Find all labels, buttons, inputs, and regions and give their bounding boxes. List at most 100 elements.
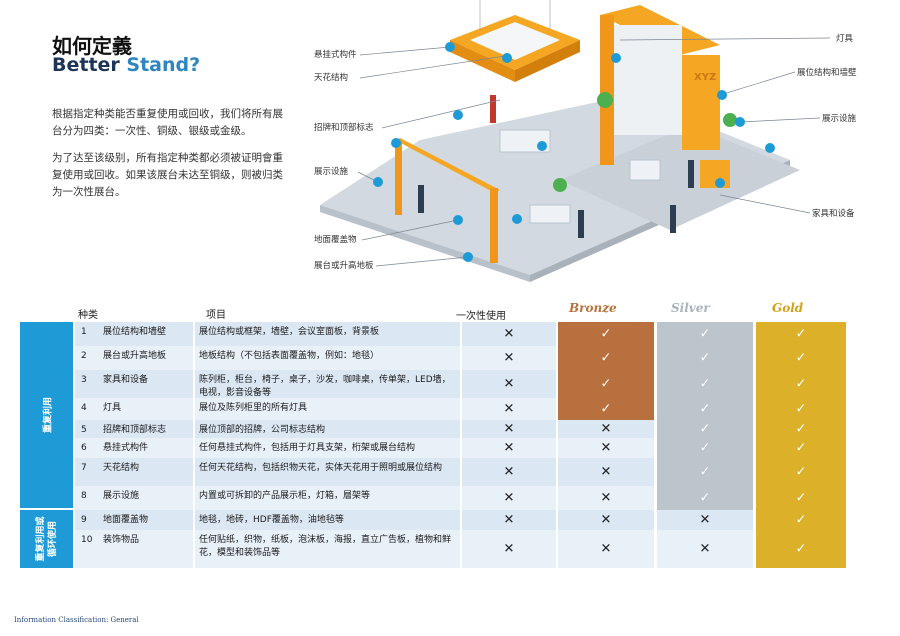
row-category: 招牌和顶部标志 [99,420,193,438]
cell-gold: ✓ [756,398,846,420]
cell-gold: ✓ [756,458,846,486]
cell-bronze: ✓ [558,398,654,420]
row-number: 6 [75,438,99,458]
header-item: 项目 [206,310,226,321]
check-icon: ✓ [795,350,807,366]
check-icon: ✓ [699,490,711,506]
cell-once: ✕ [462,322,556,346]
cell-gold: ✓ [756,530,846,568]
check-icon: ✓ [699,464,711,480]
cell-bronze: ✕ [558,458,654,486]
row-item: 任何悬挂式构件，包括用于灯具支架，桁架或展台结构 [195,438,460,458]
check-icon: ✓ [600,326,612,342]
callout-platform: 展台或升高地板 [314,260,374,271]
callout-furniture: 家具和设备 [812,208,855,219]
cell-silver: ✕ [657,530,753,568]
title-en-part1: Better [52,54,127,76]
cell-silver: ✓ [657,322,753,346]
row-item: 展位结构或框架，墙壁，会议室面板，背景板 [195,322,460,346]
group-reuse-or-recycle: 重复利用或循环使用 [20,510,73,568]
check-icon: ✓ [699,440,711,456]
row-item: 内置或可拆卸的产品展示柜，灯箱，層架等 [195,486,460,510]
check-icon: ✓ [795,376,807,392]
cell-once: ✕ [462,510,556,530]
check-icon: ✓ [795,464,807,480]
cross-icon: ✕ [503,421,515,437]
check-icon: ✓ [795,421,807,437]
row-item: 任何天花结构，包括织物天花，实体天花用于照明或展位结构 [195,458,460,486]
row-number: 8 [75,486,99,510]
row-number: 9 [75,510,99,530]
cell-silver: ✕ [657,510,753,530]
cross-icon: ✕ [503,440,515,456]
row-item: 展位及陈列柜里的所有灯具 [195,398,460,420]
cross-icon: ✕ [600,541,612,557]
check-icon: ✓ [795,326,807,342]
row-number: 7 [75,458,99,486]
header-silver: Silver [671,301,710,315]
check-icon: ✓ [699,326,711,342]
cross-icon: ✕ [699,541,711,557]
cross-icon: ✕ [503,401,515,417]
booth-illustration: XYZ 悬挂式构件 天花结构 招牌和顶部标志 展示设施 地面覆盖物 展台或升高地… [314,0,857,282]
cell-once: ✕ [462,438,556,458]
cross-icon: ✕ [503,490,515,506]
row-category: 家具和设备 [99,370,193,398]
cell-bronze: ✕ [558,510,654,530]
intro-paragraph-1: 根据指定种类能否重复使用或回收，我们将所有展台分为四类：一次性、铜级、银级或金级… [52,108,283,137]
check-icon: ✓ [699,421,711,437]
row-item: 陈列柜，柜台，椅子，桌子，沙发，咖啡桌，传单架，LED墙，电视，影音设备等 [195,370,460,398]
row-number: 4 [75,398,99,420]
header-gold: Gold [772,301,804,315]
cross-icon: ✕ [503,512,515,528]
cell-silver: ✓ [657,420,753,438]
cell-once: ✕ [462,530,556,568]
callout-ceiling: 天花结构 [314,72,348,83]
row-item: 地板结构（不包括表面覆盖物，例如：地毯） [195,346,460,370]
cell-silver: ✓ [657,486,753,510]
cell-bronze: ✕ [558,438,654,458]
group-reuse: 重复利用 [20,322,73,508]
cell-once: ✕ [462,346,556,370]
cell-once: ✕ [462,398,556,420]
cross-icon: ✕ [600,440,612,456]
cross-icon: ✕ [600,421,612,437]
check-icon: ✓ [795,490,807,506]
callout-display-left: 展示设施 [314,166,349,177]
row-number: 3 [75,370,99,398]
row-number: 1 [75,322,99,346]
booth-floor-right [560,125,800,230]
cross-icon: ✕ [600,464,612,480]
cell-silver: ✓ [657,458,753,486]
cell-silver: ✓ [657,438,753,458]
cross-icon: ✕ [699,512,711,528]
intro-paragraph-2: 为了达至该级别，所有指定种类都必须被证明會重复使用或回收。如果该展台未达至铜级，… [52,152,283,198]
table-header: 种类 项目 一次性使用 Bronze Silver Gold [20,298,846,322]
page-title-zh: 如何定義 [52,34,132,58]
row-number: 10 [75,530,99,568]
cross-icon: ✕ [503,376,515,392]
row-category: 装饰物品 [99,530,193,568]
header-once: 一次性使用 [456,311,506,322]
cell-gold: ✓ [756,438,846,458]
callout-floor-cover: 地面覆盖物 [314,234,357,245]
row-item: 地毯，地砖，HDF覆盖物，油地毡等 [195,510,460,530]
row-number: 2 [75,346,99,370]
cell-gold: ✓ [756,370,846,398]
cross-icon: ✕ [600,490,612,506]
cell-bronze: ✓ [558,370,654,398]
number-markers [373,42,775,262]
cell-silver: ✓ [657,370,753,398]
callout-signage: 招牌和顶部标志 [314,122,374,133]
check-icon: ✓ [600,350,612,366]
callout-lighting: 灯具 [836,33,854,44]
row-item: 展位顶部的招牌，公司标志结构 [195,420,460,438]
cell-once: ✕ [462,370,556,398]
callout-walls: 展位结构和墙壁 [797,67,857,78]
cell-once: ✕ [462,420,556,438]
